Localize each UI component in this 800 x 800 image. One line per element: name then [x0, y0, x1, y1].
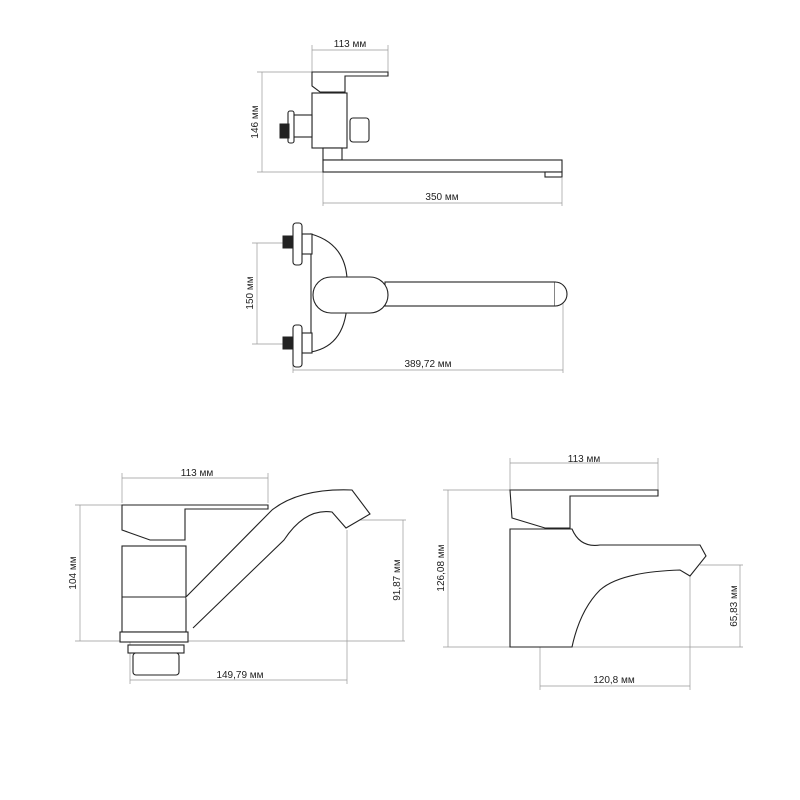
basin-swivel-reach-label: 149,79 мм	[216, 670, 263, 681]
basin-swivel-height-label: 104 мм	[68, 556, 79, 589]
wall-side-spout-label: 350 мм	[425, 192, 458, 203]
wall-mixer-top-view	[252, 222, 568, 373]
basin-swivel-width-label: 113 мм	[181, 468, 214, 479]
bottom-inlet-nut	[282, 324, 313, 368]
wall-side-width-label: 113 мм	[334, 39, 367, 50]
wall-side-height-label: 146 мм	[250, 105, 261, 138]
basin-fixed-height-label: 126,08 мм	[436, 544, 447, 591]
basin-fixed-reach-label: 120,8 мм	[593, 675, 635, 686]
wall-mixer-side-view	[257, 45, 563, 206]
basin-swivel-spout-height-label: 91,87 мм	[392, 559, 403, 601]
top-inlet-nut	[282, 222, 313, 266]
basin-fixed-width-label: 113 мм	[568, 454, 601, 465]
basin-fixed-spout-height-label: 65,83 мм	[729, 585, 740, 627]
basin-swivel-view	[75, 473, 406, 684]
wall-top-length-label: 389,72 мм	[404, 359, 451, 370]
basin-fixed-view	[443, 458, 743, 690]
wall-top-spacing-label: 150 мм	[245, 276, 256, 309]
